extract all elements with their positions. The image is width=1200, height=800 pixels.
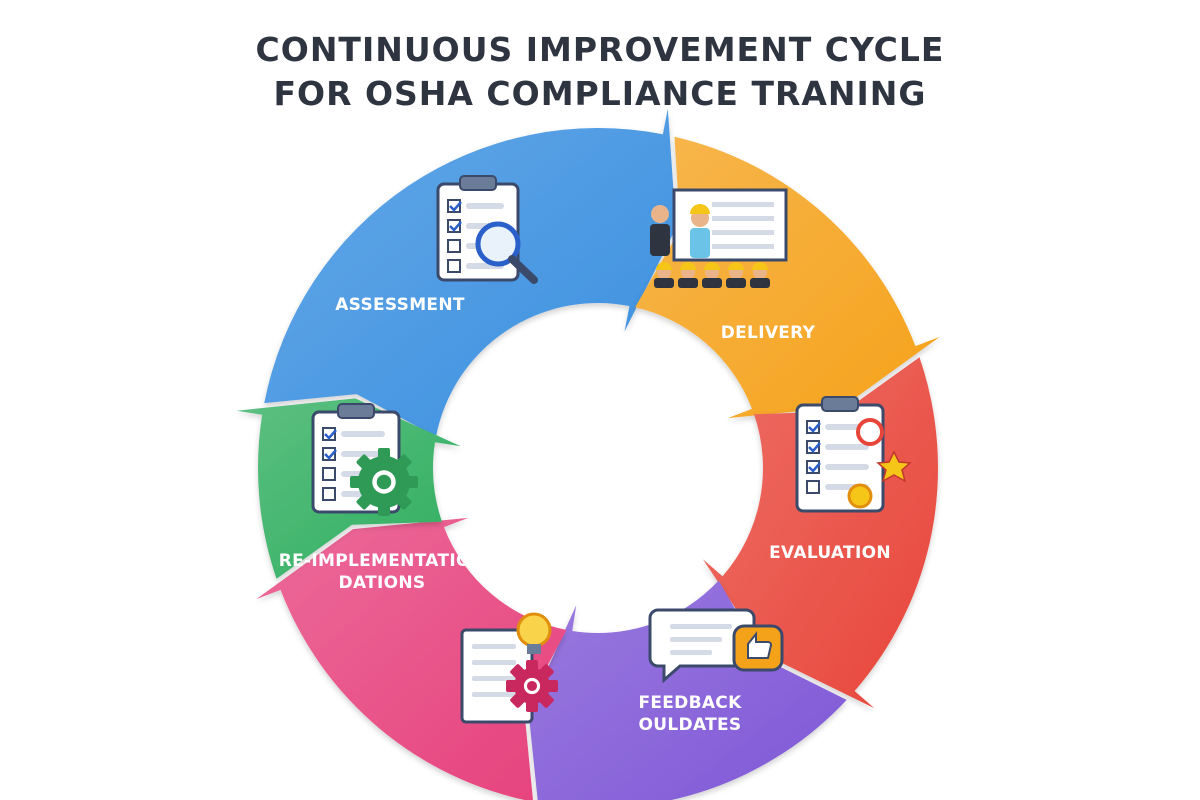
stage-label-re-implementation-line-2: DATIONS [339,573,426,593]
stage-label-evaluation-line-1: EVALUATION [769,543,891,563]
diagram-title-line-1: CONTINUOUS IMPROVEMENT CYCLE [255,30,945,69]
training-presentation-icon [650,188,788,288]
cycle-segment-feedback [528,580,847,800]
stage-label-assessment-line-1: ASSESSMENT [335,295,465,315]
document-lightbulb-gear-icon [460,612,558,724]
clipboard-gear-icon [311,403,418,516]
clipboard-award-icon [795,396,912,513]
cycle-segment-recommendations [256,517,567,800]
chat-thumbs-up-icon [648,608,784,684]
stage-label-re-implementation-line-1: RE-IMPLEMENTATION [279,551,485,571]
stage-label-feedback-line-2: OULDATES [639,715,742,735]
stage-label-feedback-line-1: FEEDBACK [638,693,742,713]
diagram-title-line-2: FOR OSHA COMPLIANCE TRANING [273,74,927,113]
clipboard-magnifier-icon [436,175,538,284]
stage-label-delivery-line-1: DELIVERY [721,323,816,343]
